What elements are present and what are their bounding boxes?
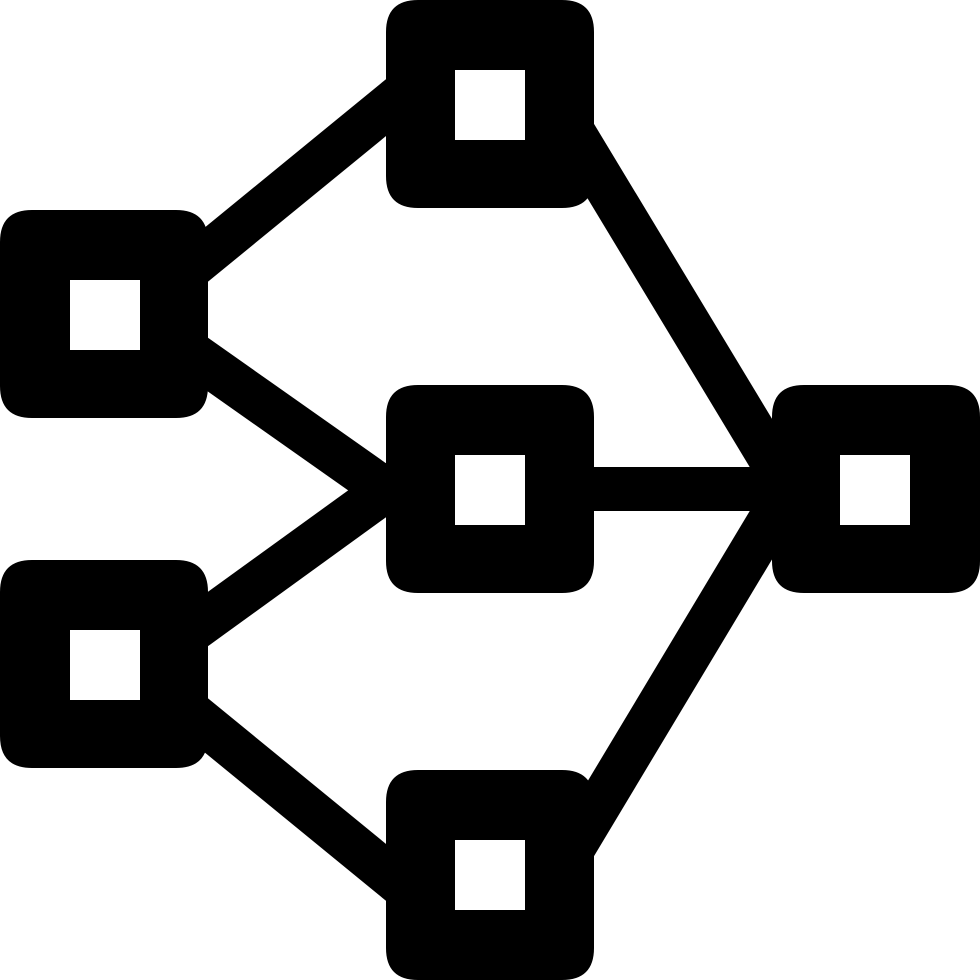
edge-left-bottom-to-bottom	[176, 694, 424, 910]
node-left-bottom	[0, 560, 208, 768]
node-right	[772, 385, 980, 593]
edge-top-to-right	[553, 118, 795, 480]
edge-left-top-to-top	[176, 70, 424, 286]
node-bottom	[386, 770, 594, 980]
edge-bottom-to-right	[553, 498, 795, 862]
node-top	[386, 0, 594, 208]
node-middle	[386, 385, 594, 593]
connector-lines	[176, 70, 800, 910]
node-left-top	[0, 210, 208, 418]
edge-left-top-to-middle	[177, 334, 413, 518]
edge-left-bottom-to-middle	[177, 462, 413, 650]
